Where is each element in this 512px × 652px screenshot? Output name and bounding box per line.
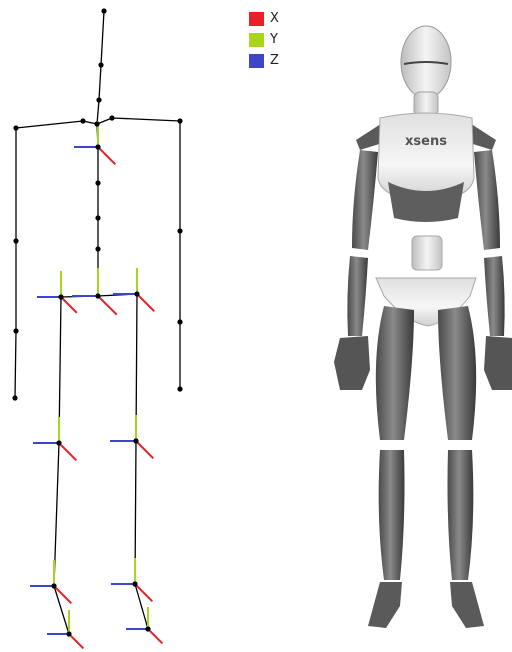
mannequin-right-shin (447, 450, 474, 580)
mannequin-right-foot (450, 582, 484, 628)
joint-lHand (12, 395, 18, 401)
bone-lWr-lHand (14, 330, 17, 399)
joint-sp3 (95, 246, 101, 252)
mannequin-logo: xsens (405, 134, 447, 149)
joint-lToe (66, 631, 72, 637)
mannequin-right-hand (484, 336, 512, 390)
axis-x-lKnee (58, 442, 77, 461)
legend-label-z: Z (270, 53, 279, 68)
joint-pelvis (95, 293, 101, 299)
legend-item-x: X (249, 8, 279, 29)
joint-rEl (177, 228, 183, 234)
mannequin-ribcage (388, 182, 464, 222)
joint-rToe (145, 626, 151, 632)
mannequin-right-thigh (438, 306, 477, 440)
mannequin-left-upper-arm (352, 150, 378, 250)
joint-lWr (13, 328, 19, 334)
legend-label-y: Y (270, 32, 278, 47)
xsens-mannequin: xsens (334, 25, 512, 628)
mannequin-right-upper-arm (474, 150, 500, 250)
mannequin-abdomen (411, 235, 443, 271)
axis-x-rKnee (135, 440, 154, 459)
joint-lKnee (56, 440, 62, 446)
axis-x-rToe (147, 628, 164, 645)
mannequin-right-forearm (484, 256, 505, 336)
mannequin-left-thigh (375, 306, 414, 440)
joint-rHand (177, 386, 183, 392)
joint-lAnk (51, 583, 57, 589)
joint-sp2 (95, 215, 101, 221)
bone-rClav-rSh (111, 117, 181, 122)
bone-neck2-neck1 (96, 99, 100, 125)
joint-lClav (80, 118, 86, 124)
mannequin-visor (403, 61, 449, 65)
skeleton-diagram (12, 8, 183, 650)
skeleton-bones (14, 10, 181, 635)
bone-lClav-lSh (15, 120, 84, 129)
joint-neck3 (98, 62, 104, 68)
axis-x-lToe (68, 633, 85, 650)
legend-item-z: Z (249, 50, 279, 71)
joint-head (101, 8, 107, 14)
legend-swatch-z (249, 53, 264, 68)
joint-sp1 (95, 180, 101, 186)
axis-legend: X Y Z (249, 8, 279, 71)
axis-x-rHip (136, 293, 155, 312)
legend-label-x: X (270, 11, 279, 26)
mannequin-left-hand (334, 336, 370, 390)
joint-lEl (13, 238, 19, 244)
joint-axes (30, 121, 164, 650)
joint-rSh (177, 118, 183, 124)
joint-rClav (109, 115, 115, 121)
joint-chest (95, 144, 101, 150)
bone-neck3-neck2 (98, 64, 102, 101)
mannequin-left-forearm (347, 256, 368, 336)
bone-lAnk-lToe (53, 585, 70, 635)
bone-rAnk-rToe (134, 583, 149, 630)
legend-swatch-x (249, 11, 264, 26)
axis-x-pelvis (97, 295, 118, 316)
joint-rAnk (132, 581, 138, 587)
joint-lSh (13, 125, 19, 131)
joint-rKnee (133, 438, 139, 444)
mannequin-left-foot (368, 582, 402, 628)
axis-x-lHip (60, 296, 78, 314)
skeleton-joints (12, 8, 183, 637)
axis-x-rAnk (134, 583, 153, 602)
mannequin-neck (413, 91, 439, 117)
axis-x-lAnk (53, 585, 72, 604)
joint-lHip (58, 294, 64, 300)
joint-rHip (134, 291, 140, 297)
joint-neck1 (94, 121, 100, 127)
joint-rWr (177, 319, 183, 325)
legend-swatch-y (249, 32, 264, 47)
joint-neck2 (96, 97, 102, 103)
legend-item-y: Y (249, 29, 279, 50)
bone-neck1-rClav (96, 117, 113, 125)
axis-x-chest (97, 146, 116, 165)
mannequin-left-shin (378, 450, 405, 580)
bone-head-neck3 (100, 10, 105, 66)
